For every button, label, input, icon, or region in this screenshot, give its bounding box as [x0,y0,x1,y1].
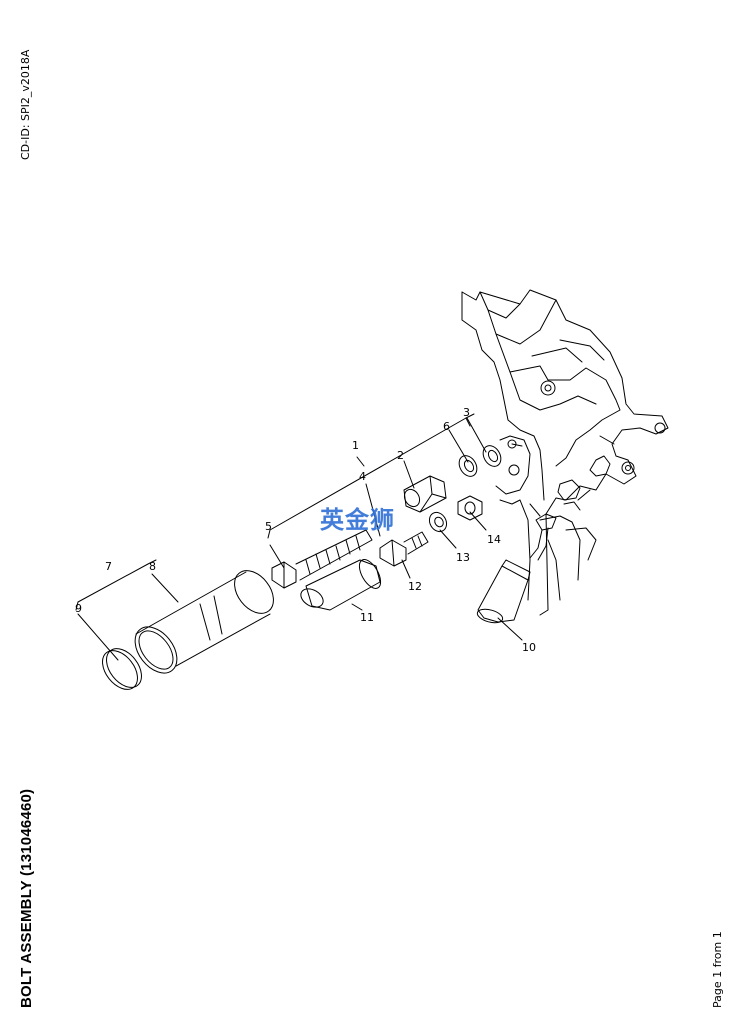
callout-5: 5 [265,520,272,533]
part-6-washer [458,455,478,477]
part-3-washer [482,445,502,467]
part-11-cone [300,559,382,611]
callout-13: 13 [456,551,470,564]
callout-7: 7 [105,560,112,573]
watermark-logo: 英金狮 [320,506,395,534]
callout-3: 3 [463,406,470,419]
part-10-cap [476,559,531,624]
part-9-disc [102,648,142,690]
callout-12: 12 [408,580,422,593]
machine-housing [461,289,669,616]
part-13-washer [428,511,448,533]
part-8-sleeve [134,570,274,674]
callout-8: 8 [149,560,156,573]
callout-9: 9 [75,602,82,615]
part-12-bolt [379,531,429,567]
callout-11: 11 [360,611,374,624]
callout-14: 14 [487,533,501,546]
callout-1: 1 [352,439,359,452]
callout-4: 4 [359,470,366,483]
part-14-nut [457,495,483,521]
callout-10: 10 [522,641,536,654]
page-number: Page 1 from 1 [711,931,724,1008]
callout-6: 6 [443,420,450,433]
part-2-nut [403,475,447,513]
part-5-bolt [271,529,373,589]
callout-leaders [75,413,523,661]
callout-2: 2 [397,449,404,462]
page-title: BOLT ASSEMBLY (131046460) [18,788,35,1008]
callout-labels: 1 2 3 4 5 6 7 8 9 10 11 12 13 14 [75,406,536,654]
